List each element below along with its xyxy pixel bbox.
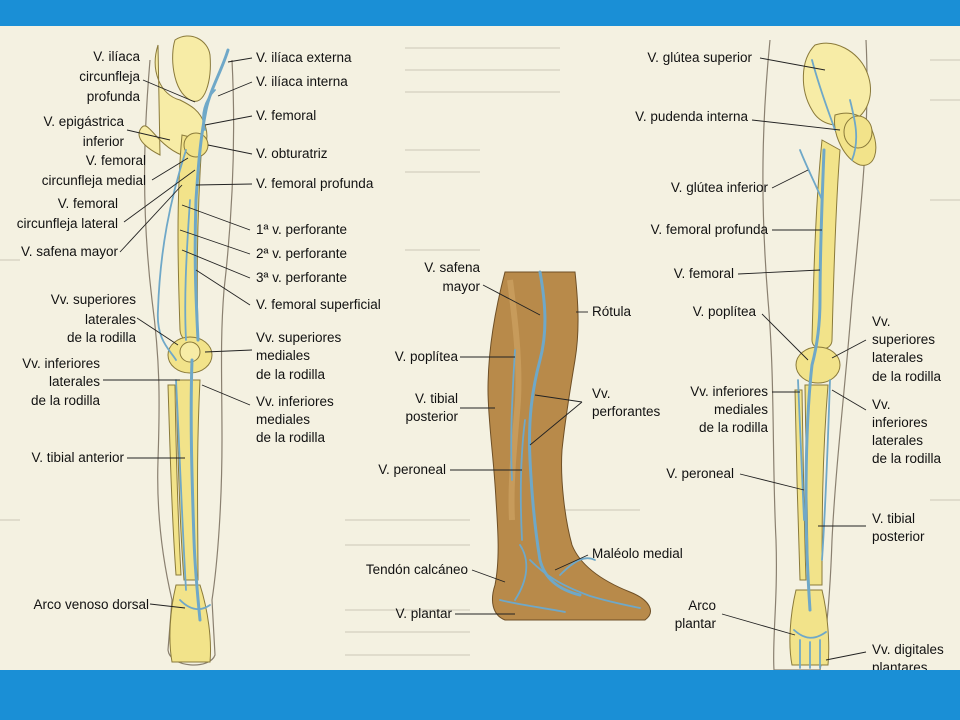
label-femoral-superficial: V. femoral superficial [256,297,381,312]
label-perforantes-line2: perforantes [592,404,661,419]
label-post-inf-lat-line1: Vv. [872,397,891,412]
label-inf-med-line1: Vv. inferiores [256,394,334,409]
label-post-tibial-line2: posterior [872,529,925,544]
label-post-inf-med-line3: de la rodilla [699,420,769,435]
label-medial-tibial-line1: V. tibial [415,391,458,406]
label-circ-lateral-line1: V. femoral [58,196,118,211]
label-femoral-profunda: V. femoral profunda [256,176,374,191]
anterior-right-labels: V. ilíaca externa V. ilíaca interna V. f… [256,50,381,445]
label-medial-tibial-line2: posterior [405,409,458,424]
label-digitales-line1: Vv. digitales [872,642,944,657]
label-glutea-inferior: V. glútea inferior [671,180,769,195]
label-perforante-3: 3ª v. perforante [256,270,347,285]
label-tibial-anterior: V. tibial anterior [31,450,124,465]
label-inf-lat-line2: laterales [49,374,100,389]
label-post-sup-lat-line1: Vv. [872,314,891,329]
label-arco-venoso-dorsal: Arco venoso dorsal [33,597,149,612]
label-post-inf-lat-line2: inferiores [872,415,928,430]
label-femoral: V. femoral [256,108,316,123]
label-arco-plantar-line1: Arco [688,598,716,613]
label-epigastrica-line2: inferior [83,134,125,149]
label-post-sup-lat-line4: de la rodilla [872,369,942,384]
anterior-leader-lines [103,57,253,609]
label-circ-medial-line1: V. femoral [86,153,146,168]
label-perforantes-line1: Vv. [592,386,611,401]
posterior-leg-illustration [762,39,877,670]
label-medial-peroneal: V. peroneal [378,462,446,477]
anterior-leg-illustration [138,35,235,666]
label-post-femoral-profunda: V. femoral profunda [651,222,769,237]
medial-labels: V. safena mayor Rótula V. poplítea V. ti… [366,260,683,621]
label-epigastrica-line1: V. epigástrica [43,114,124,129]
medial-leader-lines [450,284,589,615]
label-iliaca-line1: V. ilíaca [93,49,140,64]
posterior-labels: V. glútea superior V. pudenda interna V.… [635,50,944,670]
label-medial-safena-line1: V. safena [424,260,480,275]
bottom-blue-band [0,670,960,720]
label-iliaca-interna: V. ilíaca interna [256,74,348,89]
label-sup-lat-line1: Vv. superiores [51,292,137,307]
medial-leg-illustration [487,270,651,621]
label-iliaca-line2: circunfleja [79,69,140,84]
label-post-peroneal: V. peroneal [666,466,734,481]
label-circ-medial-line2: circunfleja medial [42,173,146,188]
label-perforante-2: 2ª v. perforante [256,246,347,261]
label-maleolo-medial: Maléolo medial [592,546,683,561]
label-post-sup-lat-line2: superiores [872,332,935,347]
label-perforante-1: 1ª v. perforante [256,222,347,237]
label-post-poplitea: V. poplítea [693,304,757,319]
label-iliaca-externa: V. ilíaca externa [256,50,352,65]
label-post-inf-med-line1: Vv. inferiores [690,384,768,399]
label-sup-med-line3: de la rodilla [256,367,326,382]
label-post-sup-lat-line3: laterales [872,350,923,365]
label-medial-safena-line2: mayor [442,279,480,294]
label-digitales-line2: plantares [872,660,928,670]
label-rotula: Rótula [592,304,632,319]
label-inf-med-line3: de la rodilla [256,430,326,445]
label-pudenda-interna: V. pudenda interna [635,109,748,124]
label-sup-lat-line3: de la rodilla [67,330,137,345]
label-inf-lat-line3: de la rodilla [31,393,101,408]
label-medial-poplitea: V. poplítea [395,349,459,364]
textbook-page: V. ilíaca circunfleja profunda V. epigás… [0,26,960,670]
label-sup-med-line1: Vv. superiores [256,330,342,345]
label-post-tibial-line1: V. tibial [872,511,915,526]
label-circ-lateral-line2: circunfleja lateral [17,216,118,231]
label-safena-mayor: V. safena mayor [21,244,119,259]
label-glutea-superior: V. glútea superior [647,50,752,65]
label-medial-plantar: V. plantar [395,606,452,621]
leg-veins-illustration: V. ilíaca circunfleja profunda V. epigás… [0,35,960,670]
posterior-leader-lines [721,57,867,661]
top-blue-band [0,0,960,26]
label-sup-lat-line2: laterales [85,312,136,327]
label-arco-plantar-line2: plantar [675,616,717,631]
anterior-left-labels: V. ilíaca circunfleja profunda V. epigás… [17,49,149,612]
label-post-inf-lat-line3: laterales [872,433,923,448]
label-obturatriz: V. obturatriz [256,146,328,161]
label-inf-med-line2: mediales [256,412,310,427]
label-tendon-calcaneo: Tendón calcáneo [366,562,468,577]
label-post-inf-med-line2: mediales [714,402,768,417]
background-text-texture [0,47,960,656]
label-inf-lat-line1: Vv. inferiores [22,356,100,371]
label-iliaca-line3: profunda [87,89,141,104]
label-post-femoral: V. femoral [674,266,734,281]
label-post-inf-lat-line4: de la rodilla [872,451,942,466]
label-sup-med-line2: mediales [256,348,310,363]
